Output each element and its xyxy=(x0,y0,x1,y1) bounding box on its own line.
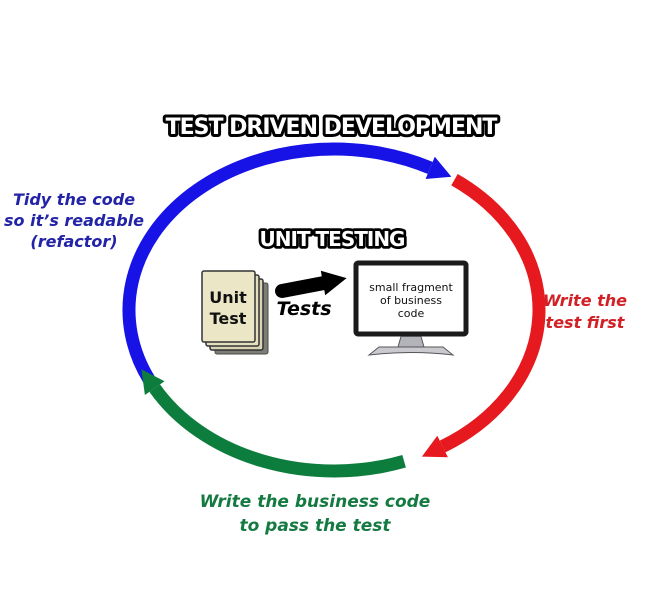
card-front xyxy=(201,270,256,343)
monitor-bezel xyxy=(353,260,469,337)
red-arrowhead-icon xyxy=(421,435,448,458)
unit-test-cards-icon: Unit Test xyxy=(201,270,269,355)
diagram-title: TEST DRIVEN DEVELOPMENT xyxy=(166,115,498,140)
business-code-label-line1: Write the business code xyxy=(200,492,431,512)
monitor-text-line2: of business xyxy=(380,294,442,307)
monitor-icon: small fragment of business code xyxy=(353,260,469,356)
tests-arrow-shaft xyxy=(275,276,331,298)
tests-arrow-label: Tests xyxy=(276,298,331,320)
write-test-label-line2: test first xyxy=(546,313,626,332)
business-code-label-line2: to pass the test xyxy=(239,516,391,536)
monitor-text-line3: code xyxy=(398,307,425,320)
refactor-label: Tidy the code so it’s readable (refactor… xyxy=(4,190,144,251)
refactor-arc-blue xyxy=(122,142,433,385)
write-test-arc-red xyxy=(439,174,546,453)
write-test-label: Write the test first xyxy=(543,291,627,332)
business-code-arc-green xyxy=(149,384,406,478)
write-test-label-line1: Write the xyxy=(543,291,627,310)
refactor-label-line3: (refactor) xyxy=(30,232,117,251)
monitor-neck xyxy=(397,336,425,348)
monitor-base xyxy=(367,346,455,356)
refactor-label-line2: so it’s readable xyxy=(4,211,144,230)
blue-arrowhead-icon xyxy=(425,156,452,179)
card-text-line2: Test xyxy=(210,309,247,328)
green-arrowhead-icon xyxy=(141,369,165,395)
business-code-label: Write the business code to pass the test xyxy=(200,492,431,536)
card-text-line1: Unit xyxy=(209,288,247,307)
monitor-text-line1: small fragment xyxy=(369,281,453,294)
tests-arrow-icon xyxy=(275,270,347,298)
unit-testing-title: UNIT TESTING xyxy=(260,227,405,251)
refactor-label-line1: Tidy the code xyxy=(13,190,135,209)
tests-arrowhead xyxy=(320,270,347,296)
